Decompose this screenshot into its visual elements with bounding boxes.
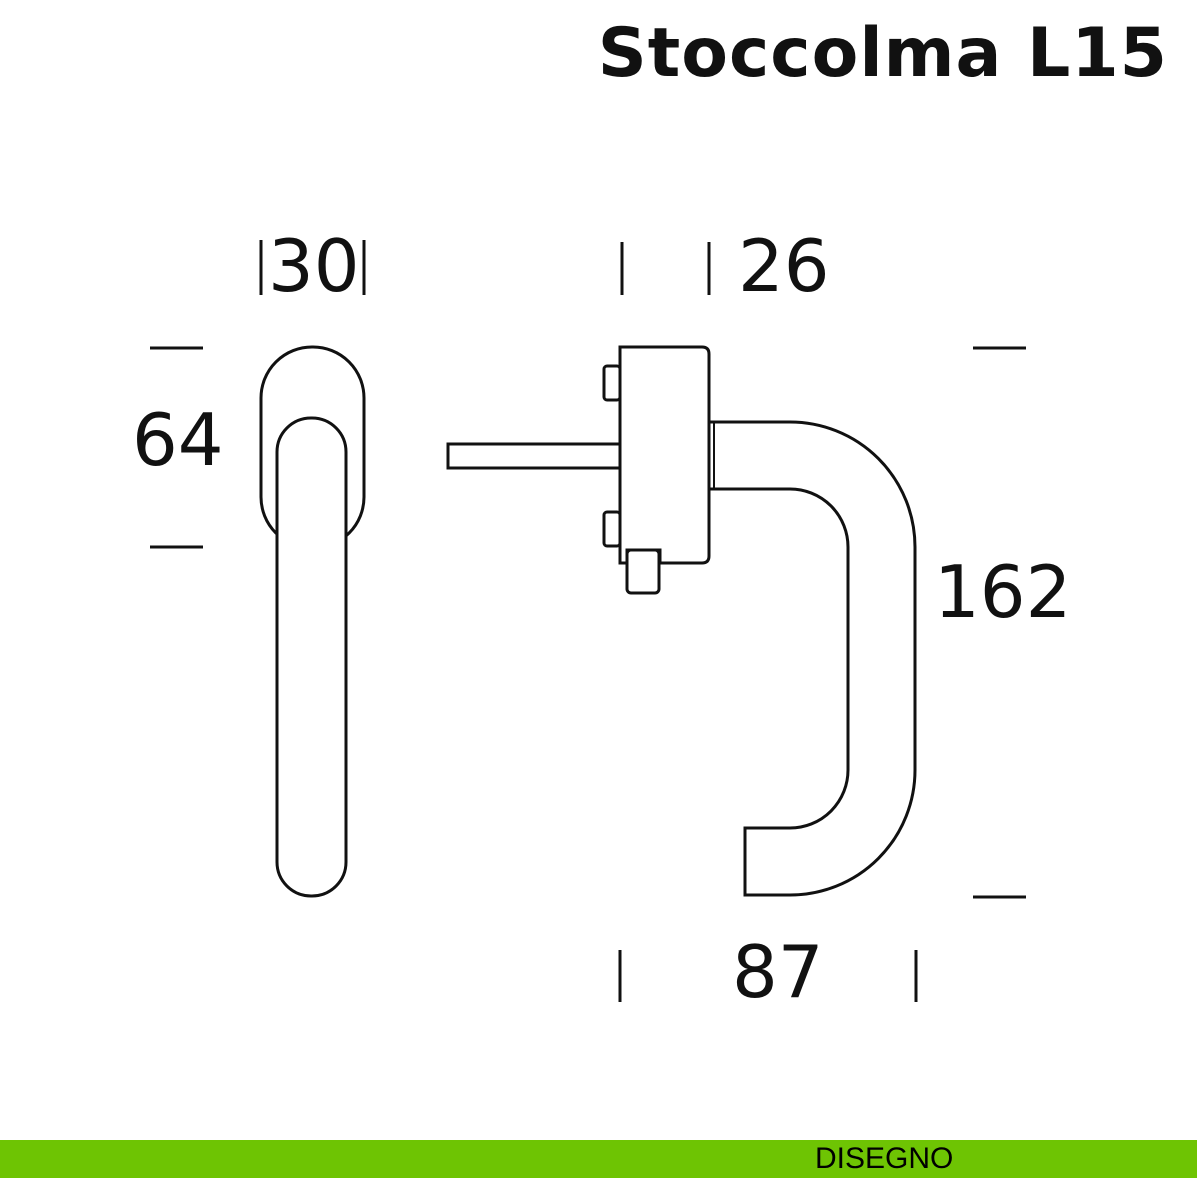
- lock-tab: [625, 548, 661, 595]
- dimension-total-height: 162: [934, 550, 1072, 634]
- base-body: [618, 345, 711, 565]
- front-view: [259, 345, 366, 898]
- lever-side: [707, 420, 917, 897]
- lever-front: [275, 416, 348, 898]
- footer-label: DISEGNO: [815, 1142, 954, 1175]
- screw-bottom: [602, 510, 622, 548]
- spindle: [446, 442, 622, 470]
- dimension-front-width: 30: [268, 224, 360, 308]
- screw-top: [602, 364, 622, 402]
- product-title: Stoccolma L15: [597, 14, 1168, 93]
- footer-bar: DISEGNO: [0, 1140, 1197, 1178]
- dimension-depth: 26: [738, 224, 830, 308]
- side-view: [446, 345, 917, 897]
- dimension-rosette-height: 64: [132, 398, 224, 482]
- dimension-lines: [150, 240, 1026, 1002]
- dimension-projection: 87: [732, 930, 824, 1014]
